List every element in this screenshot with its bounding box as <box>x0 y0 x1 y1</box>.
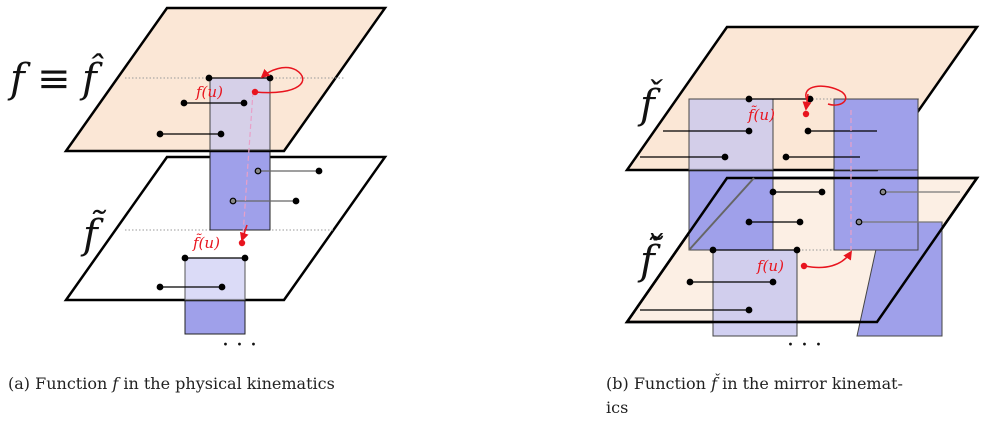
point-f-tilde-u-b <box>802 110 810 118</box>
segments-panel-b-lower <box>640 188 960 314</box>
segments-top-plane <box>156 74 274 138</box>
segments-bottom-plane <box>156 254 249 291</box>
caption-b-suffix: in the mirror kinemat- <box>716 374 903 393</box>
blue-column-middle <box>209 149 271 231</box>
panel-b: f̌ f̃̌ f̃(u) f(u) · · · <box>624 25 980 358</box>
caption-b-prefix: (b) Function <box>606 374 712 393</box>
continuation-dots-b: · · · <box>787 333 822 358</box>
label-f-u-b: f(u) <box>756 257 784 275</box>
label-f: f <box>7 56 31 102</box>
overlay-rect-lower <box>184 257 246 301</box>
red-arrow-top-b <box>805 85 847 106</box>
continuation-dots-a: · · · <box>222 333 257 358</box>
caption-b: (b) Function f̌ in the mirror kinemat- i… <box>606 372 991 420</box>
label-equiv: ≡ <box>37 56 71 102</box>
overlay-rect-top-right <box>833 98 919 171</box>
overlay-rect-upper <box>209 77 271 151</box>
red-arrow-down <box>240 224 249 242</box>
caption-a-prefix: (a) Function <box>8 374 113 393</box>
panel-a: f ≡ f̂ f̃ f(u) f̃(u) · · · <box>7 6 388 358</box>
caption-a-suffix: in the physical kinematics <box>118 374 335 393</box>
point-f-u-b <box>800 262 808 270</box>
label-f-tilde-u: f̃(u) <box>192 234 220 252</box>
segments-middle-plane <box>229 167 323 205</box>
caption-b-line2: ics <box>606 398 629 417</box>
red-arrow-bottom-b <box>804 250 852 269</box>
point-f-tilde-u <box>238 239 246 247</box>
caption-b-var: f̌ <box>711 374 717 393</box>
label-f-tilde-u-b: f̃(u) <box>747 106 775 124</box>
plane-f-check-tilde-outline <box>624 176 980 324</box>
label-f-u: f(u) <box>195 83 223 101</box>
caption-a-var: f <box>112 374 119 393</box>
point-f-u <box>251 88 259 96</box>
caption-a: (a) Function f in the physical kinematic… <box>8 372 408 396</box>
label-f-hat: f̂ <box>79 54 104 102</box>
segments-panel-b-top <box>640 95 877 161</box>
red-arrow-top <box>254 66 304 94</box>
overlay-rect-top-left <box>688 98 774 171</box>
label-f-check: f̌ <box>637 80 663 128</box>
red-arrow-top-b-head <box>802 93 812 111</box>
plane-lower-slant-edge <box>688 177 755 251</box>
